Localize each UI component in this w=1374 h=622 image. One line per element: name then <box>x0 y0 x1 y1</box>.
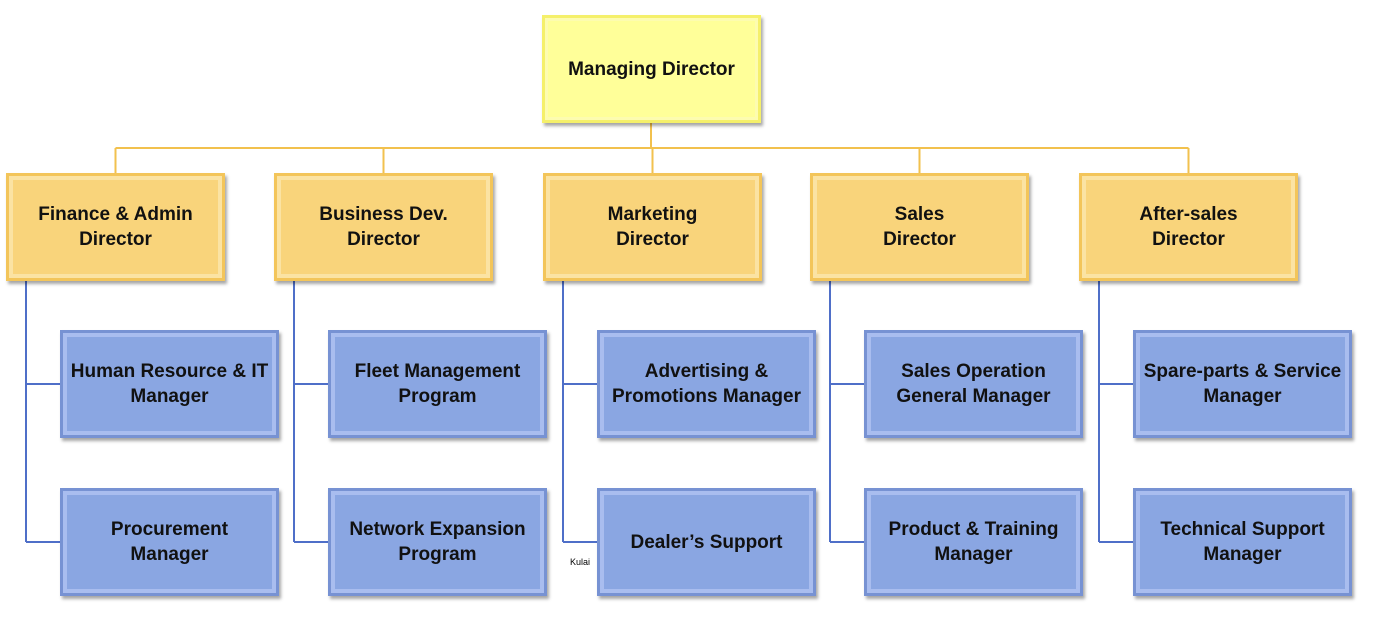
manager-box: Advertising & Promotions Manager <box>597 330 816 438</box>
manager-box: Procurement Manager <box>60 488 279 596</box>
side-connector-group <box>25 281 1133 543</box>
manager-box: Spare-parts & Service Manager <box>1133 330 1352 438</box>
managing-director-box: Managing Director <box>542 15 761 123</box>
director-box: Finance & Admin Director <box>6 173 225 281</box>
manager-box: Human Resource & IT Manager <box>60 330 279 438</box>
manager-box: Network Expansion Program <box>328 488 547 596</box>
director-box: After-sales Director <box>1079 173 1298 281</box>
manager-box: Sales Operation General Manager <box>864 330 1083 438</box>
director-box: Sales Director <box>810 173 1029 281</box>
manager-box: Dealer’s Support <box>597 488 816 596</box>
manager-box: Technical Support Manager <box>1133 488 1352 596</box>
director-box: Marketing Director <box>543 173 762 281</box>
note-label: Kulai <box>570 557 591 567</box>
manager-box: Product & Training Manager <box>864 488 1083 596</box>
top-connector-group <box>114 123 1190 173</box>
director-box: Business Dev. Director <box>274 173 493 281</box>
manager-box: Fleet Management Program <box>328 330 547 438</box>
